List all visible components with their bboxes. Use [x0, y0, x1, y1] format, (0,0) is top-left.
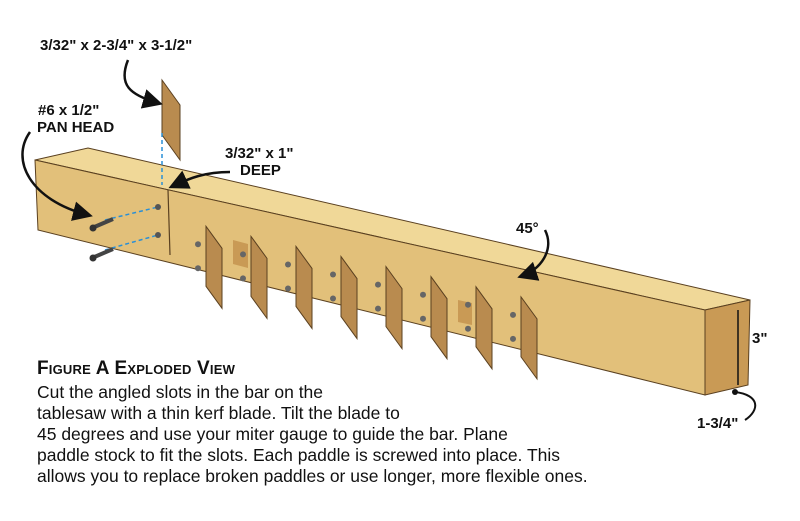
arrow-icon [123, 59, 163, 109]
slot-label-line1: 3/32" x 1" [225, 145, 294, 162]
screw-hole [330, 295, 336, 302]
arrow-icon [517, 229, 550, 281]
caption-line: tablesaw with a thin kerf blade. Tilt th… [37, 403, 400, 423]
caption-line: 45 degrees and use your miter gauge to g… [37, 424, 508, 444]
screw-hole [240, 275, 246, 282]
paddle [205, 224, 223, 310]
screw-hole [375, 305, 381, 312]
caption-line: allows you to replace broken paddles or … [37, 466, 588, 486]
screw-hole [195, 265, 201, 272]
arrow-icon [168, 170, 231, 189]
screw-hole [510, 335, 516, 342]
slot-line [167, 189, 171, 256]
height-label: 3" [752, 330, 768, 347]
paddle [250, 234, 268, 320]
slot-label-line2: DEEP [240, 162, 281, 179]
screw-hole [420, 291, 426, 298]
width-label: 1-3/4" [697, 415, 739, 432]
screw-icon [89, 247, 114, 262]
figure-caption: Cut the angled slots in the bar on the t… [37, 382, 588, 487]
width-dimension [734, 391, 757, 421]
screw-hole [510, 311, 516, 318]
paddle-size-label: 3/32" x 2-3/4" x 3-1/2" [40, 37, 193, 54]
caption-line: paddle stock to fit the slots. Each padd… [37, 445, 561, 465]
paddle [475, 285, 493, 371]
screw-hole [285, 261, 291, 268]
screw-hole [420, 315, 426, 322]
screw-label-line1: #6 x 1/2" [38, 102, 100, 119]
screw-hole [465, 301, 471, 308]
paddles [195, 224, 538, 381]
screw-hole [375, 281, 381, 288]
screw-hole [195, 241, 201, 248]
bar-end-face [704, 299, 751, 396]
arrow-icon [21, 131, 93, 221]
loose-paddle [161, 78, 181, 162]
screw-icon [89, 217, 114, 232]
angle-label: 45° [516, 220, 539, 237]
paddle [340, 255, 358, 341]
paddle [385, 265, 403, 351]
screw-hole [240, 251, 246, 258]
screw-hole [330, 271, 336, 278]
paddle [430, 275, 448, 361]
figure-title: Figure A Exploded View [37, 358, 236, 379]
screw-hole [465, 325, 471, 332]
paddle [295, 244, 313, 331]
caption-line: Cut the angled slots in the bar on the [37, 382, 324, 402]
paddle [520, 295, 538, 381]
screw-label-line2: PAN HEAD [37, 119, 115, 136]
screw-hole [285, 285, 291, 292]
